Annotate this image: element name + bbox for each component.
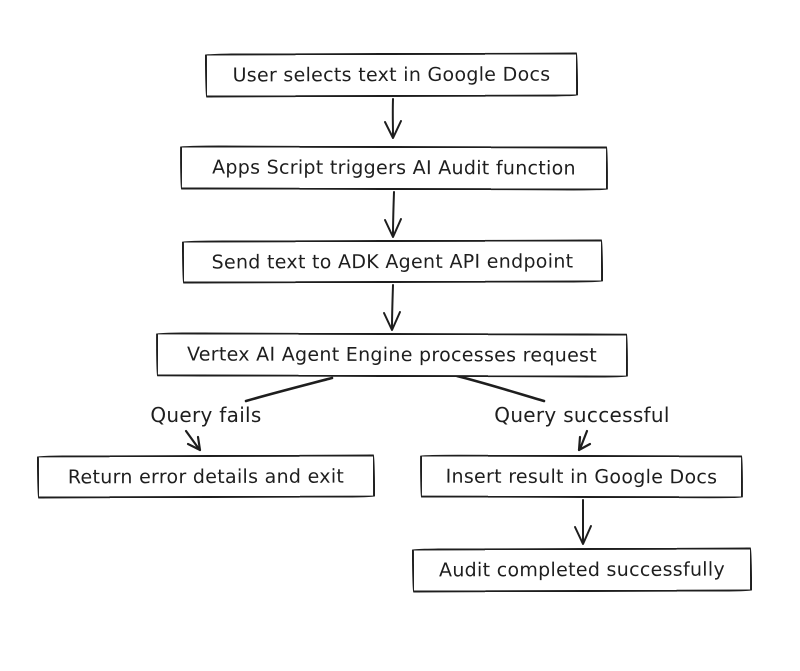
node-label: Return error details and exit (67, 465, 345, 488)
arrow-appsscript-to-sendtext (384, 191, 402, 238)
branch-line-query-fails (244, 376, 334, 403)
arrow-user-to-appsscript (384, 98, 402, 139)
node-insert-result: Insert result in Google Docs (419, 454, 744, 499)
node-label: User selects text in Google Docs (232, 63, 551, 87)
node-user-selects-text: User selects text in Google Docs (204, 52, 579, 98)
arrow-querysuccess-to-insertresult (577, 429, 592, 452)
arrow-insertresult-to-auditcompleted (574, 499, 592, 545)
node-label: Insert result in Google Docs (445, 465, 718, 488)
node-label: Send text to ADK Agent API endpoint (211, 250, 574, 273)
branch-label-query-successful: Query successful (494, 403, 670, 427)
node-vertex-processes: Vertex AI Agent Engine processes request (155, 332, 629, 378)
node-return-error: Return error details and exit (36, 454, 376, 499)
node-apps-script-triggers: Apps Script triggers AI Audit function (179, 145, 609, 191)
arrow-sendtext-to-vertex (383, 284, 401, 331)
branch-label-query-fails: Query fails (150, 403, 262, 427)
node-audit-completed: Audit completed successfully (411, 547, 753, 593)
node-label: Audit completed successfully (438, 558, 726, 582)
arrow-queryfails-to-returnerror (184, 429, 202, 452)
branch-line-query-successful (455, 374, 546, 403)
node-label: Apps Script triggers AI Audit function (212, 156, 576, 180)
node-label: Vertex AI Agent Engine processes request (186, 343, 598, 367)
node-send-text-adk: Send text to ADK Agent API endpoint (181, 239, 604, 284)
